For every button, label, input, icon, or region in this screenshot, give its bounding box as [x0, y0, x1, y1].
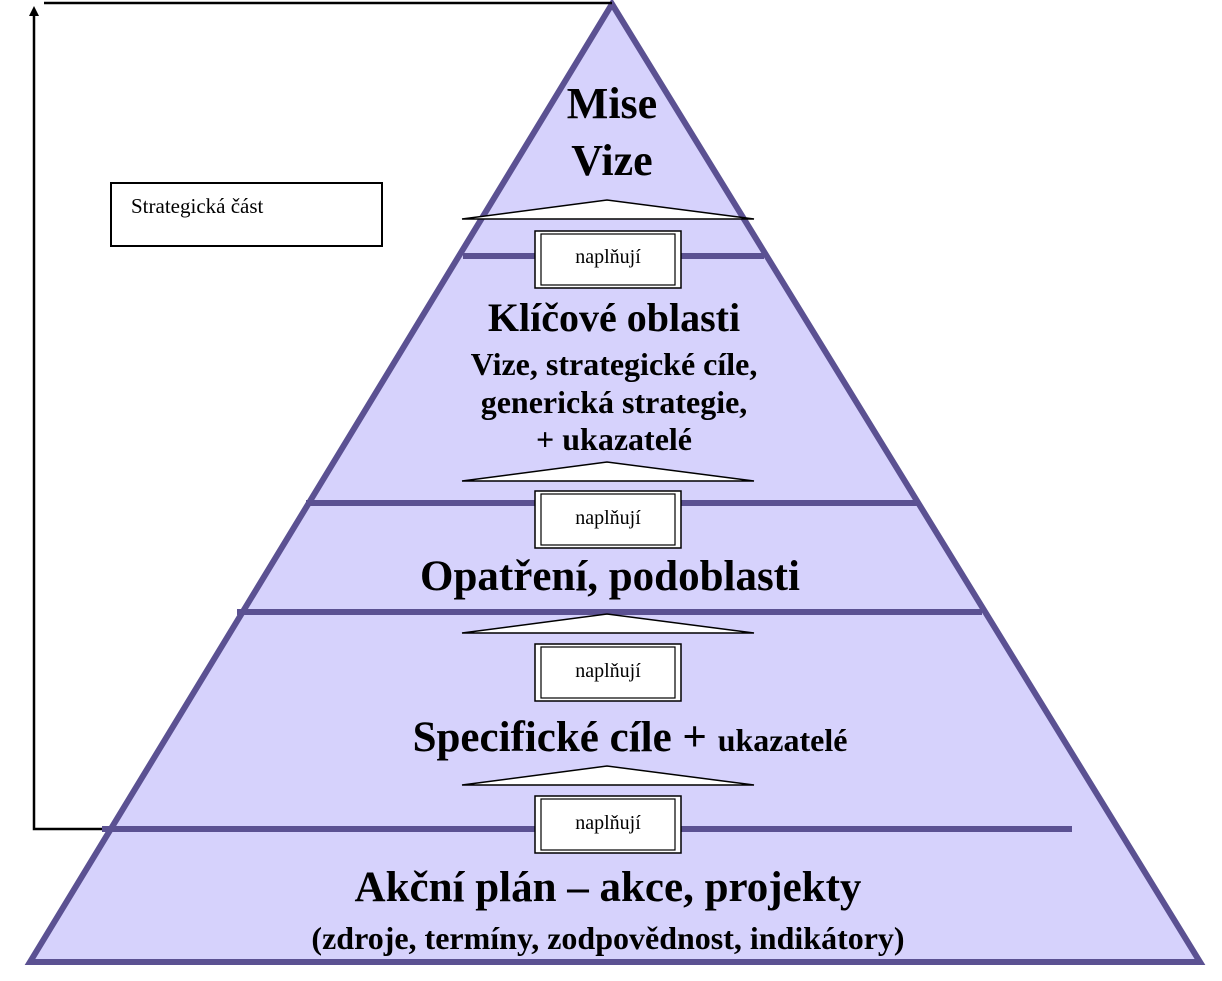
level-top-line2: Vize — [571, 136, 652, 185]
key-areas-line3: generická strategie, — [481, 384, 748, 420]
arrow-label-2: naplňují — [575, 507, 641, 529]
pyramid-body — [24, 0, 1206, 965]
specific-goals-title: Specifické cíle + ukazatelé — [413, 714, 848, 761]
level-top-line1: Mise — [567, 79, 657, 128]
strategic-part-label: Strategická část — [131, 194, 264, 218]
key-areas-title: Klíčové oblasti — [488, 295, 740, 340]
arrow-label-4: naplňují — [575, 812, 641, 834]
key-areas-line2: Vize, strategické cíle, — [471, 346, 758, 382]
arrow-label-3: naplňují — [575, 660, 641, 682]
strategic-part-box: Strategická část — [110, 182, 383, 247]
action-plan-title: Akční plán – akce, projekty — [355, 864, 862, 911]
up-arrow-2: naplňují — [461, 461, 755, 549]
up-arrow-1: naplňují — [461, 199, 755, 289]
action-plan-subtitle: (zdroje, termíny, zodpovědnost, indikáto… — [311, 920, 904, 956]
up-arrow-4: naplňují — [461, 765, 755, 854]
up-arrow-3: naplňují — [461, 613, 755, 702]
arrow-label-1: naplňují — [575, 246, 641, 268]
key-areas-line4: + ukazatelé — [536, 421, 692, 457]
feedback-loop-line — [29, 6, 105, 831]
measures-title: Opatření, podoblasti — [420, 553, 800, 600]
